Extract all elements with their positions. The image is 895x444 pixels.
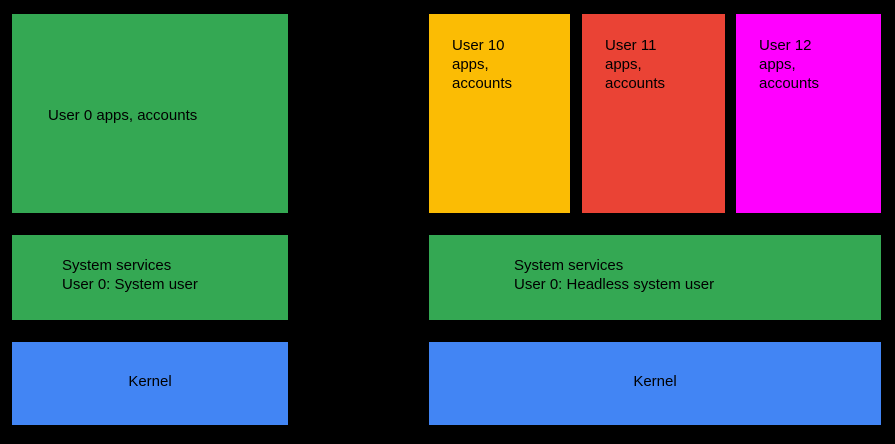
right-user-10-block: User 10 apps, accounts: [429, 14, 570, 213]
right-user-11-label: User 11 apps, accounts: [605, 37, 666, 92]
right-kernel-label: Kernel: [633, 373, 677, 390]
right-system-services-block: System services User 0: Headless system …: [429, 235, 881, 320]
right-system-services-label: System services User 0: Headless system …: [514, 257, 715, 293]
right-kernel-block: Kernel: [429, 342, 881, 425]
right-user-12-label: User 12 apps, accounts: [759, 37, 820, 92]
left-system-services-block: System services User 0: System user: [12, 235, 288, 320]
right-user-10-label: User 10 apps, accounts: [452, 37, 513, 92]
right-user-12-block: User 12 apps, accounts: [736, 14, 881, 213]
left-user-apps-label: User 0 apps, accounts: [48, 107, 198, 124]
left-system-services-label: System services User 0: System user: [62, 257, 198, 293]
right-user-11-block: User 11 apps, accounts: [582, 14, 725, 213]
left-user-apps-block: User 0 apps, accounts: [12, 14, 288, 213]
left-kernel-label: Kernel: [128, 373, 172, 390]
left-kernel-block: Kernel: [12, 342, 288, 425]
